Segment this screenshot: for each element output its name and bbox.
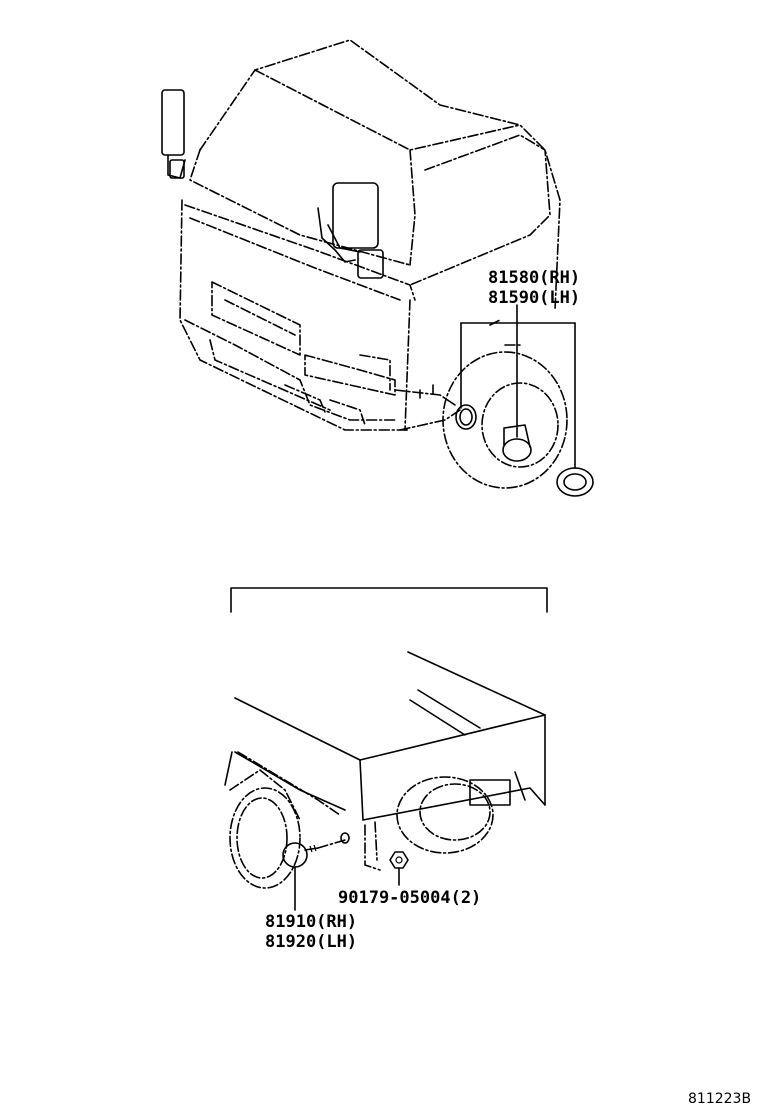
rear-truck-bed (224, 651, 546, 871)
view-separator-bracket (230, 587, 548, 613)
left-mirror (161, 89, 186, 179)
callout-leader-lines-front (460, 304, 576, 469)
right-mirror (317, 182, 384, 279)
screw-nut (389, 851, 409, 869)
screw-callout: 90179-05004(2) (338, 888, 481, 908)
front-callout-line2: 81590(LH) (488, 288, 580, 308)
rear-side-marker-lamp (282, 832, 350, 868)
rear-lamp-callout-line2: 81920(LH) (265, 932, 357, 952)
figure-code: 811223B (688, 1091, 751, 1107)
rear-wheels (229, 776, 494, 889)
front-truck-cab (179, 39, 561, 431)
front-callout-line1: 81580(RH) (488, 268, 580, 288)
side-turn-signal-parts (455, 404, 594, 497)
rear-lamp-callout-line1: 81910(RH) (265, 912, 357, 932)
